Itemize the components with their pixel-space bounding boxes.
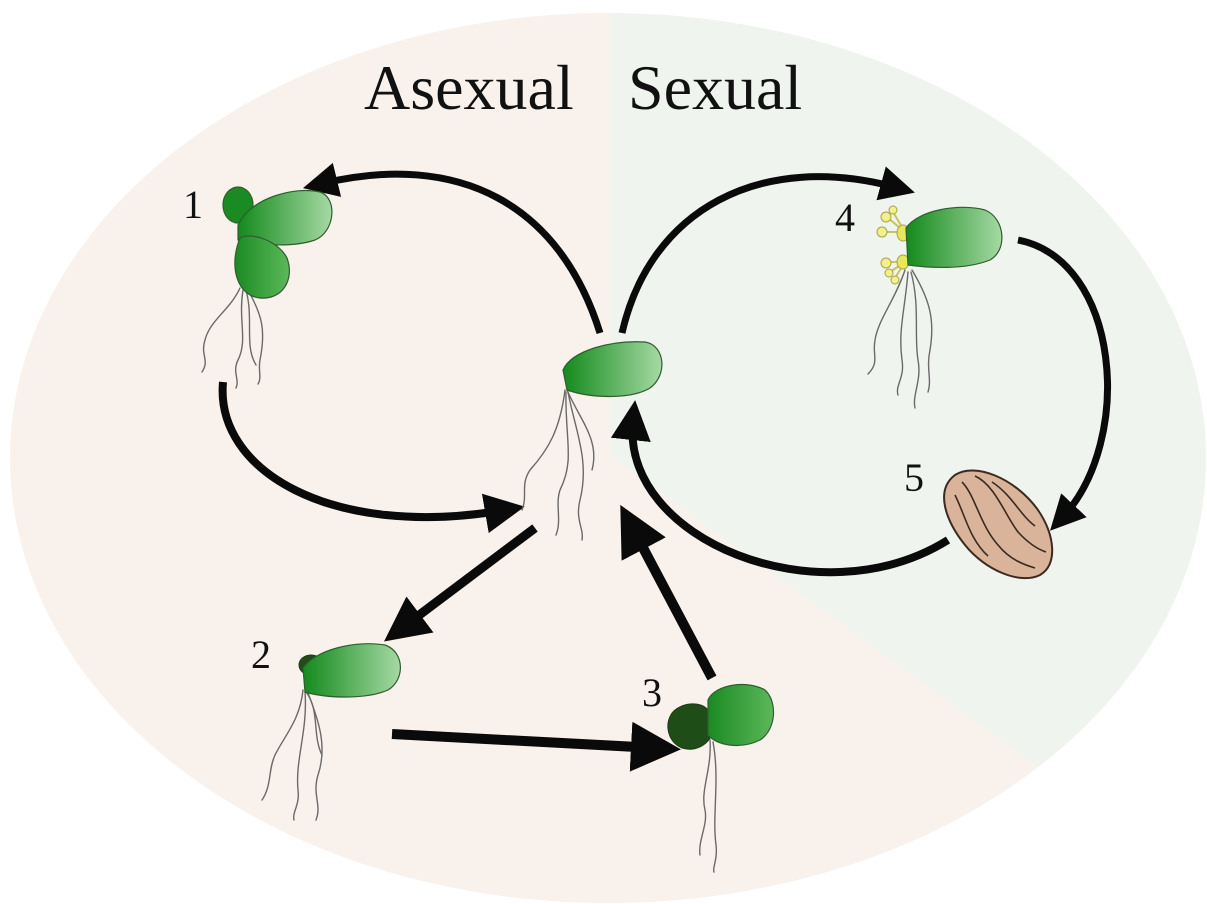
asexual-heading: Asexual	[364, 52, 574, 123]
background	[10, 0, 1207, 904]
stage-label-1: 1	[183, 182, 203, 227]
duckweed-bud-icon	[668, 704, 710, 749]
stage-label-2: 2	[251, 632, 271, 677]
duckweed-frond-icon	[906, 207, 1002, 267]
stage-label-5: 5	[904, 455, 924, 500]
duckweed-frond-icon	[708, 685, 774, 746]
stage-label-4: 4	[835, 195, 855, 240]
sexual-heading: Sexual	[628, 52, 802, 123]
stage-label-3: 3	[642, 670, 662, 715]
